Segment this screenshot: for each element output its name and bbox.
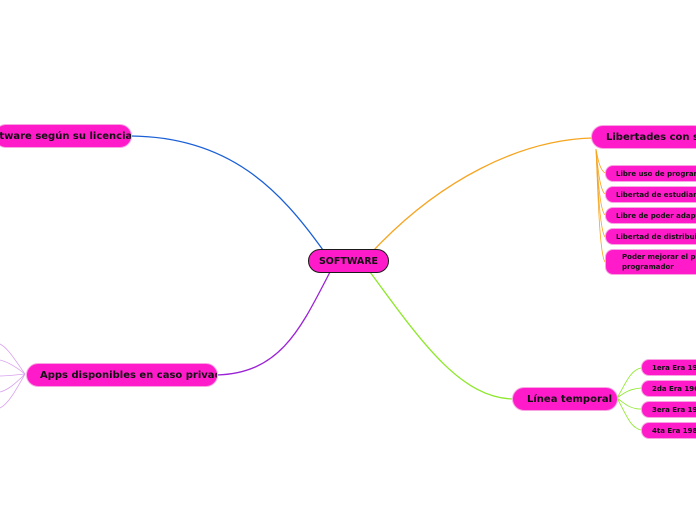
- libertades-item-label: Libre uso de programa: [616, 169, 696, 178]
- branch-libertades-label: Libertades con sof: [606, 131, 696, 143]
- libertades-sub-links: [595, 148, 606, 263]
- branch-linea-label: Línea temporal: [527, 393, 613, 405]
- libertades-item-label: Libertad de distribuir c: [616, 232, 696, 241]
- central-topic-label: SOFTWARE: [318, 255, 379, 267]
- link-apps: [216, 271, 331, 376]
- link-linea: [369, 271, 514, 400]
- branch-licencia-node[interactable]: ftware según su licencia: [0, 124, 132, 148]
- branch-apps-node[interactable]: Apps disponibles en caso privado: [26, 363, 218, 387]
- branch-apps-label: Apps disponibles en caso privado: [40, 369, 218, 381]
- central-topic-node[interactable]: SOFTWARE: [308, 249, 389, 273]
- libertades-item-label: Poder mejorar el prog programador: [622, 253, 696, 271]
- linea-item-label: 4ta Era 1989 a: [652, 426, 696, 435]
- libertades-item-label: Libre de poder adapta: [616, 211, 696, 220]
- libertades-item[interactable]: Libertad de estudiar de c: [605, 186, 696, 203]
- linea-sub-links: [616, 367, 642, 431]
- branch-linea-node[interactable]: Línea temporal: [512, 387, 618, 411]
- branch-licencia-label: ftware según su licencia: [0, 130, 132, 142]
- linea-item[interactable]: 3era Era 1972: [641, 401, 696, 418]
- linea-item[interactable]: 2da Era 1965 a: [641, 380, 696, 397]
- libertades-item[interactable]: Libre de poder adapta: [605, 207, 696, 224]
- linea-item-label: 1era Era 1950: [652, 363, 696, 372]
- link-licencia: [130, 135, 324, 251]
- linea-item[interactable]: 1era Era 1950: [641, 359, 696, 376]
- libertades-item-label: Libertad de estudiar de c: [616, 190, 696, 199]
- libertades-item[interactable]: Libre uso de programa: [605, 165, 696, 182]
- link-libertades: [373, 137, 593, 251]
- libertades-item[interactable]: Poder mejorar el prog programador: [605, 249, 696, 275]
- apps-sub-links: [0, 343, 26, 409]
- linea-item[interactable]: 4ta Era 1989 a: [641, 422, 696, 439]
- linea-item-label: 3era Era 1972: [652, 405, 696, 414]
- branch-libertades-node[interactable]: Libertades con sof: [591, 125, 696, 149]
- linea-item-label: 2da Era 1965 a: [652, 384, 696, 393]
- libertades-item[interactable]: Libertad de distribuir c: [605, 228, 696, 245]
